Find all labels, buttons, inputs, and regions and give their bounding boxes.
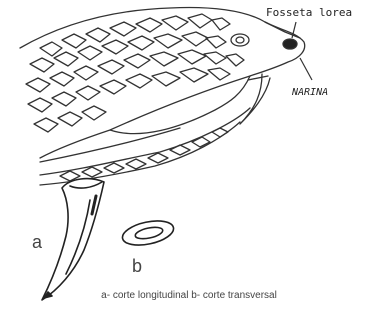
figure-caption: a- corte longitudinal b- corte transvers… (0, 290, 378, 301)
label-a: a (32, 232, 43, 252)
label-narina: NARINA (291, 87, 328, 98)
fang-longitudinal-section (42, 179, 104, 300)
label-pointer-lines (292, 22, 312, 80)
fang-cross-section (120, 217, 175, 249)
label-fosseta-lorea: Fosseta lorea (266, 6, 352, 19)
snake-head-drawing (20, 8, 305, 185)
label-b: b (132, 256, 142, 276)
